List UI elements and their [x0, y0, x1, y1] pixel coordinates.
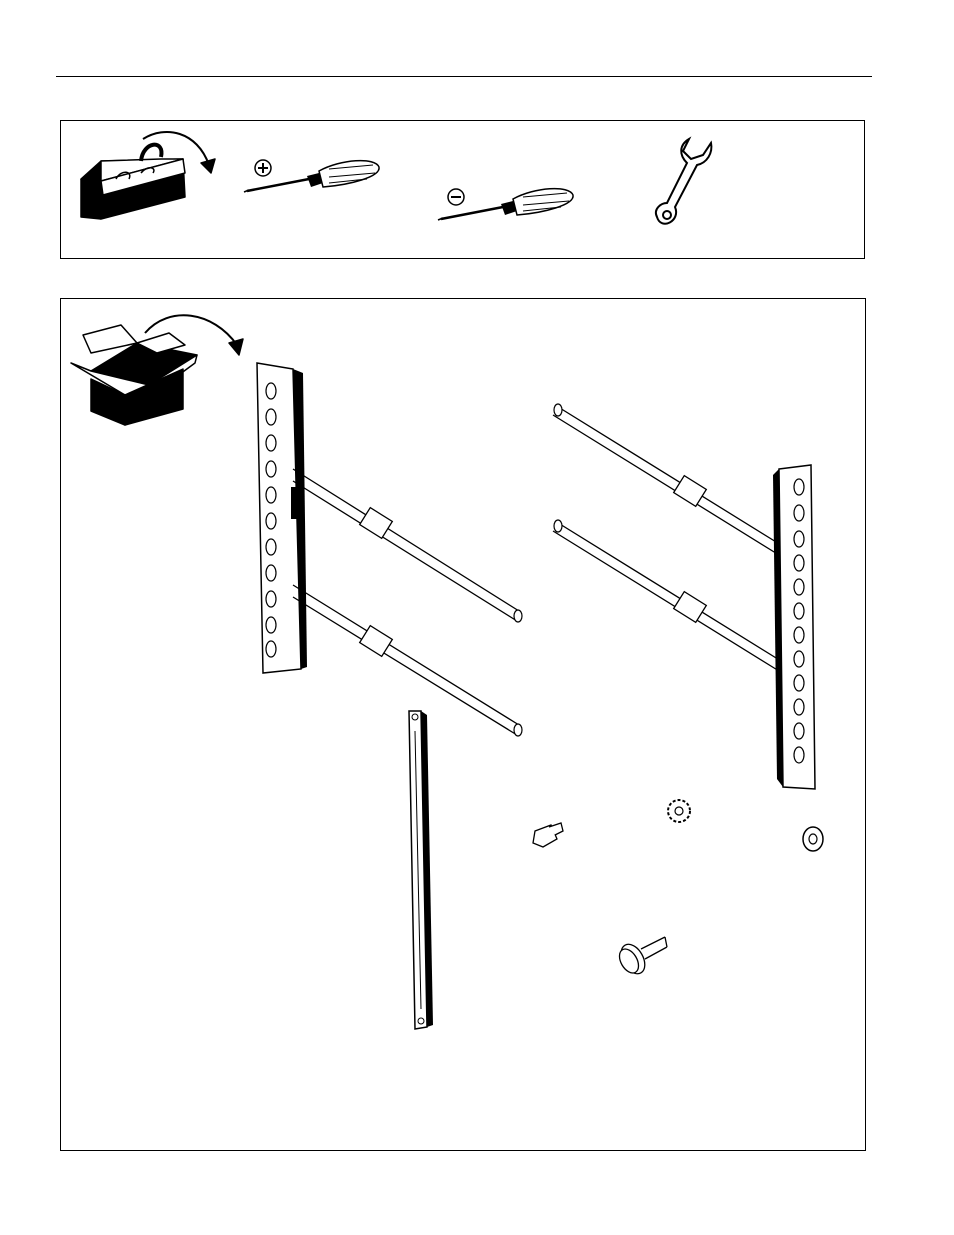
tools-required-panel — [60, 120, 865, 259]
header-rule — [56, 76, 872, 77]
left-bracket-with-arms — [257, 363, 522, 736]
vertical-rail — [409, 711, 433, 1029]
knob-screw — [616, 937, 667, 978]
tools-illustration — [61, 121, 864, 258]
parts-supplied-panel — [60, 298, 866, 1151]
wrench-icon — [656, 139, 711, 224]
right-bracket-with-arms — [553, 404, 815, 789]
flat-washer — [803, 827, 823, 851]
toolbox-icon — [81, 132, 215, 219]
hex-bolt — [533, 823, 563, 847]
open-box-icon — [71, 315, 243, 425]
lock-washer — [668, 800, 690, 822]
parts-illustration — [61, 299, 865, 1150]
flathead-screwdriver-icon — [438, 189, 573, 220]
phillips-screwdriver-icon — [244, 160, 379, 192]
